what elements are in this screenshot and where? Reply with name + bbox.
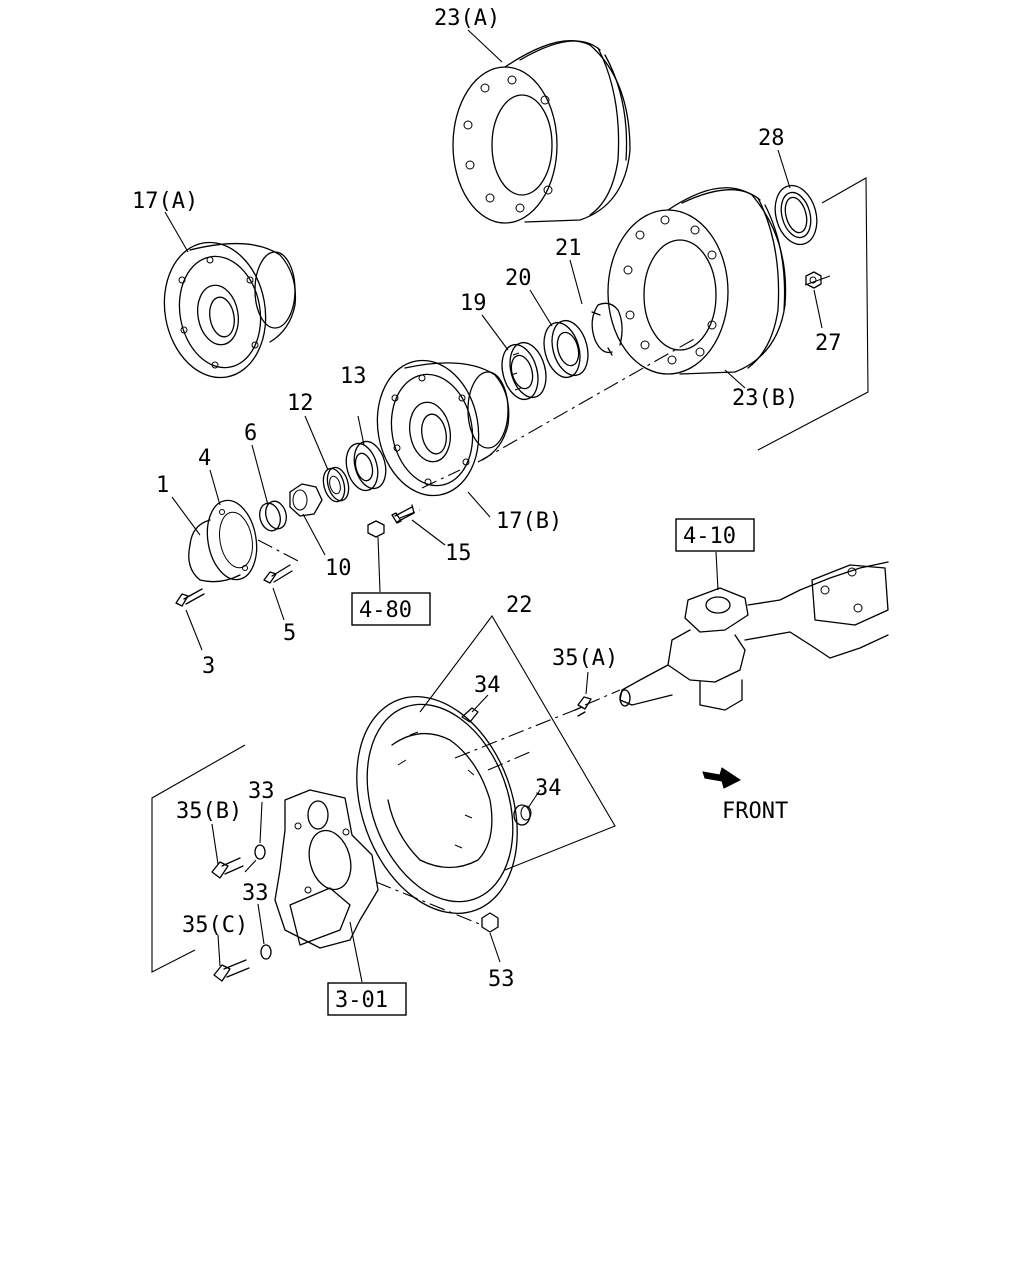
nut-53[interactable] (481, 912, 499, 933)
brake-bracket-3-01[interactable] (274, 789, 379, 949)
bolt-5[interactable] (263, 564, 293, 584)
label-17b[interactable]: 17(B) (496, 509, 562, 534)
ref-4-80-text: 4-80 (359, 598, 412, 623)
bolt-35b[interactable] (211, 857, 244, 879)
label-35c[interactable]: 35(C) (182, 913, 248, 938)
hub-nut-10[interactable] (289, 483, 323, 517)
bolt-35c[interactable] (213, 959, 250, 982)
bolt-35a[interactable] (574, 696, 592, 717)
hub-bolt-15[interactable] (391, 504, 415, 524)
label-35b[interactable]: 35(B) (176, 799, 242, 824)
label-10[interactable]: 10 (325, 556, 352, 581)
ref-4-10-text: 4-10 (683, 524, 736, 549)
label-33a[interactable]: 33 (248, 779, 275, 804)
nut-27[interactable] (805, 271, 822, 289)
leader-lines (164, 29, 823, 983)
label-17a[interactable]: 17(A) (132, 189, 198, 214)
label-4[interactable]: 4 (198, 446, 211, 471)
label-12[interactable]: 12 (287, 391, 314, 416)
plug-34[interactable] (513, 804, 532, 826)
label-3[interactable]: 3 (202, 654, 215, 679)
clip-34[interactable] (461, 707, 479, 723)
ref-box-3-01[interactable]: 3-01 (327, 982, 407, 1016)
hub-cap-1[interactable] (188, 496, 263, 583)
label-front: FRONT (722, 799, 788, 824)
part-labels: 23(A) 28 17(A) 21 20 19 27 13 12 23(B) 6… (132, 6, 842, 992)
oil-seal-28[interactable] (769, 181, 823, 249)
label-53[interactable]: 53 (488, 967, 515, 992)
label-23b[interactable]: 23(B) (732, 386, 798, 411)
label-1[interactable]: 1 (156, 473, 169, 498)
label-15[interactable]: 15 (445, 541, 472, 566)
ref-box-4-10[interactable]: 4-10 (675, 518, 755, 552)
washer-12[interactable] (320, 465, 352, 504)
axle-knuckle-4-10[interactable] (619, 561, 889, 711)
label-23a[interactable]: 23(A) (434, 6, 500, 31)
label-6[interactable]: 6 (244, 421, 257, 446)
ref-3-01-text: 3-01 (335, 988, 388, 1013)
label-5[interactable]: 5 (283, 621, 296, 646)
label-20[interactable]: 20 (505, 266, 532, 291)
centerlines (244, 337, 697, 926)
label-21[interactable]: 21 (555, 236, 582, 261)
ref-box-4-80[interactable]: 4-80 (351, 592, 431, 626)
label-33b[interactable]: 33 (242, 881, 269, 906)
wheel-hub-17a[interactable] (154, 234, 297, 385)
bearing-6[interactable] (257, 499, 290, 533)
label-34a[interactable]: 34 (474, 673, 501, 698)
assembly-brackets (151, 177, 869, 973)
roller-bearing-19[interactable] (496, 339, 551, 404)
bearing-race-20[interactable] (538, 317, 593, 382)
label-19[interactable]: 19 (460, 291, 487, 316)
wheel-nut[interactable] (367, 520, 385, 538)
front-arrow-icon (702, 767, 741, 789)
label-13[interactable]: 13 (340, 364, 367, 389)
lock-washer-21[interactable] (591, 302, 623, 356)
label-28[interactable]: 28 (758, 126, 785, 151)
brake-drum-23b[interactable] (607, 187, 787, 375)
label-35a[interactable]: 35(A) (552, 646, 618, 671)
brake-drum-23a[interactable] (452, 40, 631, 224)
wheel-hub-17b[interactable] (367, 352, 510, 503)
bolt-3[interactable] (175, 588, 205, 607)
washer-33b[interactable] (260, 944, 272, 960)
washer-33a[interactable] (254, 844, 266, 860)
label-34b[interactable]: 34 (535, 776, 562, 801)
label-27[interactable]: 27 (815, 331, 842, 356)
backing-plate-22[interactable] (328, 674, 546, 936)
label-22[interactable]: 22 (506, 593, 533, 618)
